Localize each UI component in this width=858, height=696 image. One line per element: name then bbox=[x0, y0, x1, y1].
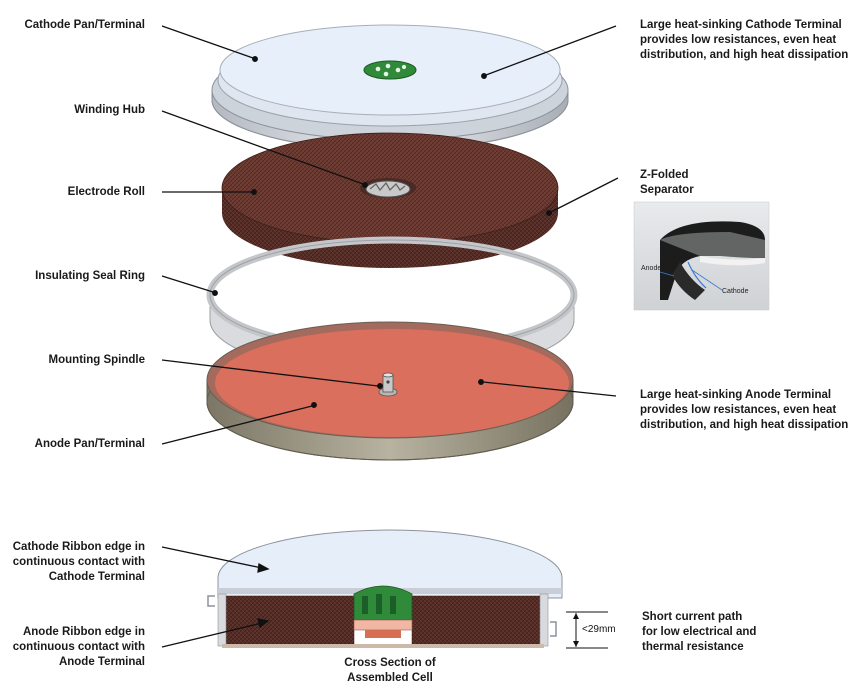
label-insulating-seal-ring: Insulating Seal Ring bbox=[35, 270, 145, 282]
cross-section-hub-icon bbox=[353, 585, 413, 638]
cathode-pan bbox=[211, 24, 569, 151]
label-cathode-pan: Cathode Pan/Terminal bbox=[24, 19, 145, 31]
photo-leader-lines bbox=[659, 269, 723, 291]
label-height-dimension: <29mm bbox=[582, 624, 616, 635]
label-anode-terminal-note: Large heat-sinking Anode Terminal provid… bbox=[640, 389, 849, 431]
separator-photo bbox=[633, 201, 770, 311]
leader-lines bbox=[161, 25, 619, 648]
label-cathode-terminal-note: Large heat-sinking Cathode Terminal prov… bbox=[640, 19, 849, 61]
cathode-hub-icon bbox=[363, 60, 417, 80]
label-electrode-roll: Electrode Roll bbox=[67, 186, 145, 198]
height-dimension-marker bbox=[566, 611, 608, 649]
cross-section-cell bbox=[207, 529, 563, 648]
label-mounting-spindle: Mounting Spindle bbox=[48, 354, 145, 366]
photo-label-anode: Anode bbox=[641, 265, 662, 272]
winding-hub-icon bbox=[360, 178, 416, 198]
mounting-spindle-icon bbox=[378, 372, 398, 397]
anode-pan bbox=[206, 321, 574, 461]
label-cathode-ribbon-edge: Cathode Ribbon edge in continuous contac… bbox=[12, 541, 145, 583]
photo-label-cathode: Cathode bbox=[722, 288, 749, 295]
label-anode-pan: Anode Pan/Terminal bbox=[34, 438, 145, 450]
label-anode-ribbon-edge: Anode Ribbon edge in continuous contact … bbox=[12, 626, 145, 668]
label-winding-hub: Winding Hub bbox=[74, 104, 145, 116]
label-z-folded-separator: Z-Folded Separator bbox=[640, 169, 694, 196]
label-cross-section: Cross Section of Assembled Cell bbox=[344, 657, 436, 684]
electrode-roll bbox=[221, 132, 559, 268]
label-short-current-path: Short current path for low electrical an… bbox=[642, 611, 757, 653]
